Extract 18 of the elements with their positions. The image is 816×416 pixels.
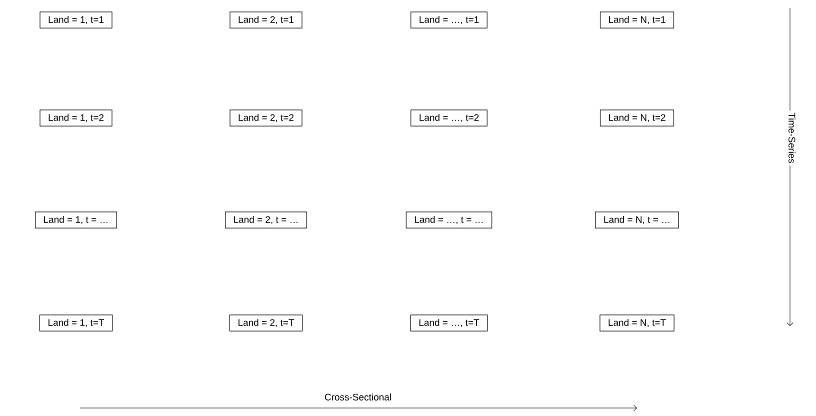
cell-box: Land = 1, t=1 [40, 12, 112, 28]
cell-box: Land = 2, t = … [224, 212, 308, 228]
cell-box: Land = …, t=1 [410, 12, 488, 28]
cell-box: Land = 1, t=2 [40, 110, 112, 126]
axis-label: Time-Series [786, 110, 798, 166]
cell-box: Land = N, t=2 [600, 110, 674, 126]
cell-box: Land = 2, t=1 [230, 12, 302, 28]
cell-box: Land = 2, t=2 [230, 110, 302, 126]
cell-box: Land = …, t=2 [410, 110, 488, 126]
cell-box: Land = 1, t=T [39, 314, 113, 332]
cell-box: Land = N, t = … [595, 212, 679, 228]
cell-box: Land = N, t=T [600, 314, 674, 332]
cell-box: Land = 2, t=T [229, 314, 303, 332]
cell-box: Land = …, t=T [410, 314, 488, 332]
cell-box: Land = N, t=1 [600, 12, 674, 28]
cell-box: Land = …, t = … [406, 212, 492, 228]
cell-box: Land = 1, t = … [34, 212, 118, 228]
axis-label: Cross-Sectional [324, 394, 391, 400]
